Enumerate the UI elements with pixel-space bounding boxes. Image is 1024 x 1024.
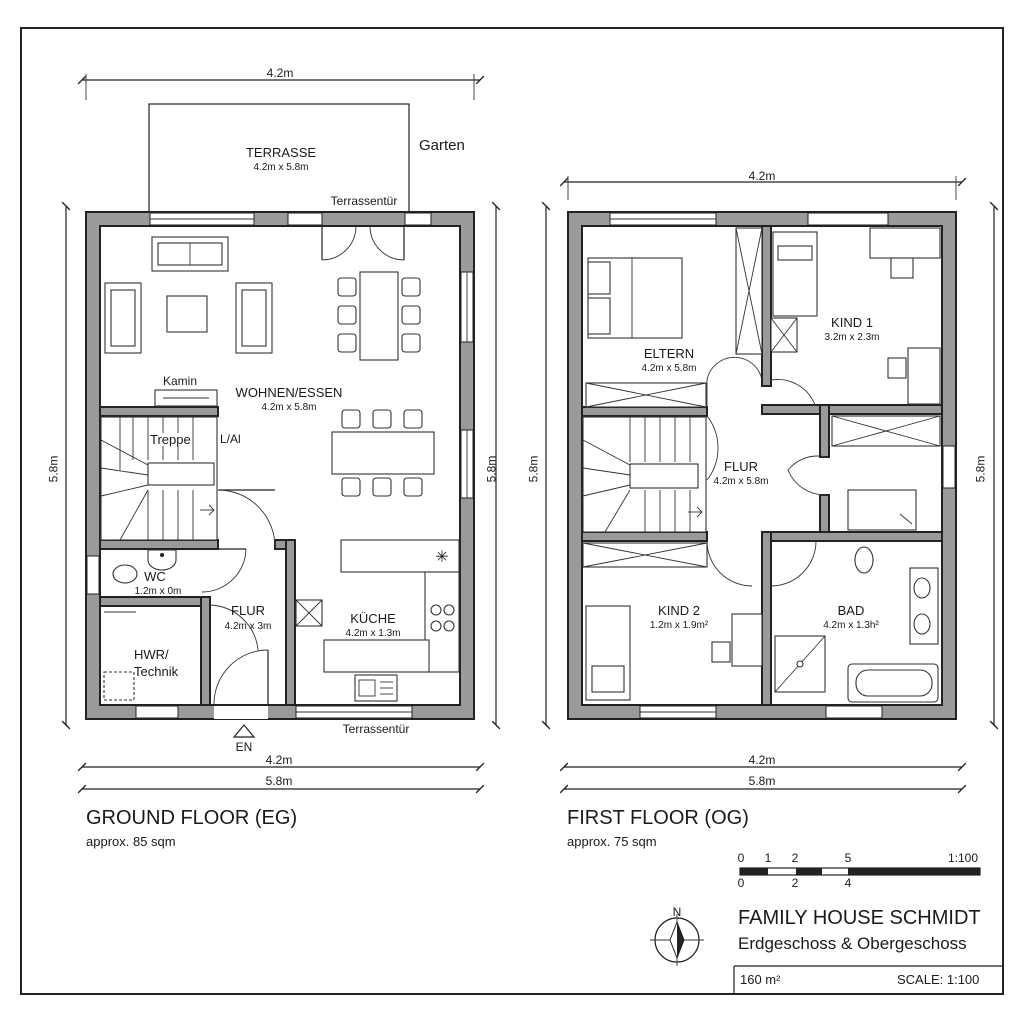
bed-kid1	[772, 231, 818, 317]
living-size: 4.2m x 5.8m	[261, 402, 317, 413]
scale-ratio: 1:100	[948, 851, 979, 865]
kitchen-island: ✳	[340, 539, 460, 573]
terrace-door-top-label: Terrassentür	[330, 194, 398, 208]
wc-label: WC	[144, 569, 166, 584]
ff-right-dimension: 5.8m	[973, 455, 988, 483]
terrace-size: 4.2m x 5.8m	[253, 162, 309, 173]
terrace-area	[148, 103, 410, 215]
terrace-door-top	[321, 225, 405, 261]
ff-bottom-dimension-2: 5.8m	[748, 774, 776, 788]
terrace-door-bottom-label: Terrassentür	[342, 722, 410, 736]
wc-toilet	[112, 564, 138, 584]
north-arrow-icon	[650, 914, 704, 966]
svg-text:✳: ✳	[435, 549, 448, 566]
ff-hall-label: FLUR	[724, 459, 758, 474]
kitchen-label: KÜCHE	[350, 611, 396, 626]
scale-bar	[739, 867, 981, 876]
gf-bottom-dimension-2: 5.8m	[265, 774, 293, 788]
project-title: FAMILY HOUSE SCHMIDT	[738, 907, 981, 929]
parents-size: 4.2m x 5.8m	[641, 363, 697, 374]
ff-hall-size: 4.2m x 5.8m	[713, 476, 769, 487]
wc-basin	[147, 549, 177, 571]
gf-bottom-dimension-1: 4.2m	[265, 753, 293, 767]
bathtub-upper	[847, 489, 917, 531]
entrance-arrow-icon	[232, 724, 256, 738]
desk-kid1-top	[869, 227, 941, 259]
project-subtitle: Erdgeschoss & Obergeschoss	[738, 934, 967, 953]
gf-top-dimension: 4.2m	[266, 66, 294, 80]
staircase-first	[582, 416, 707, 533]
bath-toilet	[854, 546, 874, 574]
dining-table-lower	[331, 409, 435, 497]
first-floor-outer-walls	[567, 211, 957, 720]
gf-hall-label: FLUR	[231, 603, 265, 618]
gf-title: GROUND FLOOR (EG)	[86, 807, 298, 829]
entrance-label: EN	[235, 740, 253, 754]
coffee-table	[166, 295, 208, 333]
ff-title: FIRST FLOOR (OG)	[567, 807, 749, 829]
gf-area: approx. 85 sqm	[86, 834, 176, 849]
bath-label: BAD	[837, 603, 865, 618]
kid2-label: KIND 2	[658, 603, 700, 618]
gf-hall-size: 4.2m x 3m	[224, 621, 272, 632]
sofa-top	[151, 236, 229, 272]
fireplace-label: Kamin	[162, 374, 198, 388]
kitchen-counter	[323, 571, 460, 673]
utility-label-2: Technik	[134, 664, 179, 679]
kitchen-size: 4.2m x 1.3m	[345, 628, 401, 639]
scale-tick-bottom-4: 4	[844, 876, 852, 890]
north-label: N	[672, 905, 682, 919]
gf-right-dimension: 5.8m	[484, 455, 499, 483]
scale-tick-top-1: 1	[764, 851, 772, 865]
scale-tick-top-0: 0	[737, 851, 745, 865]
garden-label: Garten	[419, 137, 465, 154]
kid2-size: 1.2m x 1.9m²	[649, 620, 709, 631]
stairs-label: Treppe	[150, 432, 191, 447]
ff-bottom-dimension-1: 4.2m	[748, 753, 776, 767]
stairs-tag: L/Al	[220, 432, 241, 446]
dining-table-upper	[337, 271, 421, 361]
scale-tick-top-5: 5	[844, 851, 852, 865]
bath-size: 4.2m x 1.3h²	[823, 620, 879, 631]
ff-top-dimension: 4.2m	[748, 169, 776, 183]
desk-kid1	[907, 347, 941, 405]
desk-kid2	[731, 613, 763, 667]
gf-left-dimension: 5.8m	[46, 455, 61, 483]
double-bed	[587, 257, 683, 339]
armchair-left	[104, 282, 142, 354]
scale-tick-bottom-0: 0	[737, 876, 745, 890]
parents-label: ELTERN	[643, 346, 695, 361]
terrace-label: TERRASSE	[245, 145, 317, 160]
scale-tick-bottom-2: 2	[791, 876, 799, 890]
living-label: WOHNEN/ESSEN	[235, 385, 343, 400]
wc-size: 1.2m x 0m	[134, 586, 182, 597]
drawing-scale: SCALE: 1:100	[897, 972, 980, 987]
boiler	[103, 671, 135, 701]
ground-floor-plan: ✳	[61, 74, 501, 794]
first-floor-plan	[541, 176, 999, 794]
total-area: 160 m²	[740, 972, 781, 987]
ff-area: approx. 75 sqm	[567, 834, 657, 849]
armchair-right	[235, 282, 273, 354]
kid1-label: KIND 1	[831, 315, 873, 330]
scale-tick-top-2: 2	[791, 851, 799, 865]
utility-label-1: HWR/	[134, 647, 169, 662]
ff-left-dimension: 5.8m	[526, 455, 541, 483]
drawing-frame	[20, 27, 1004, 995]
kid1-size: 3.2m x 2.3m	[824, 332, 880, 343]
